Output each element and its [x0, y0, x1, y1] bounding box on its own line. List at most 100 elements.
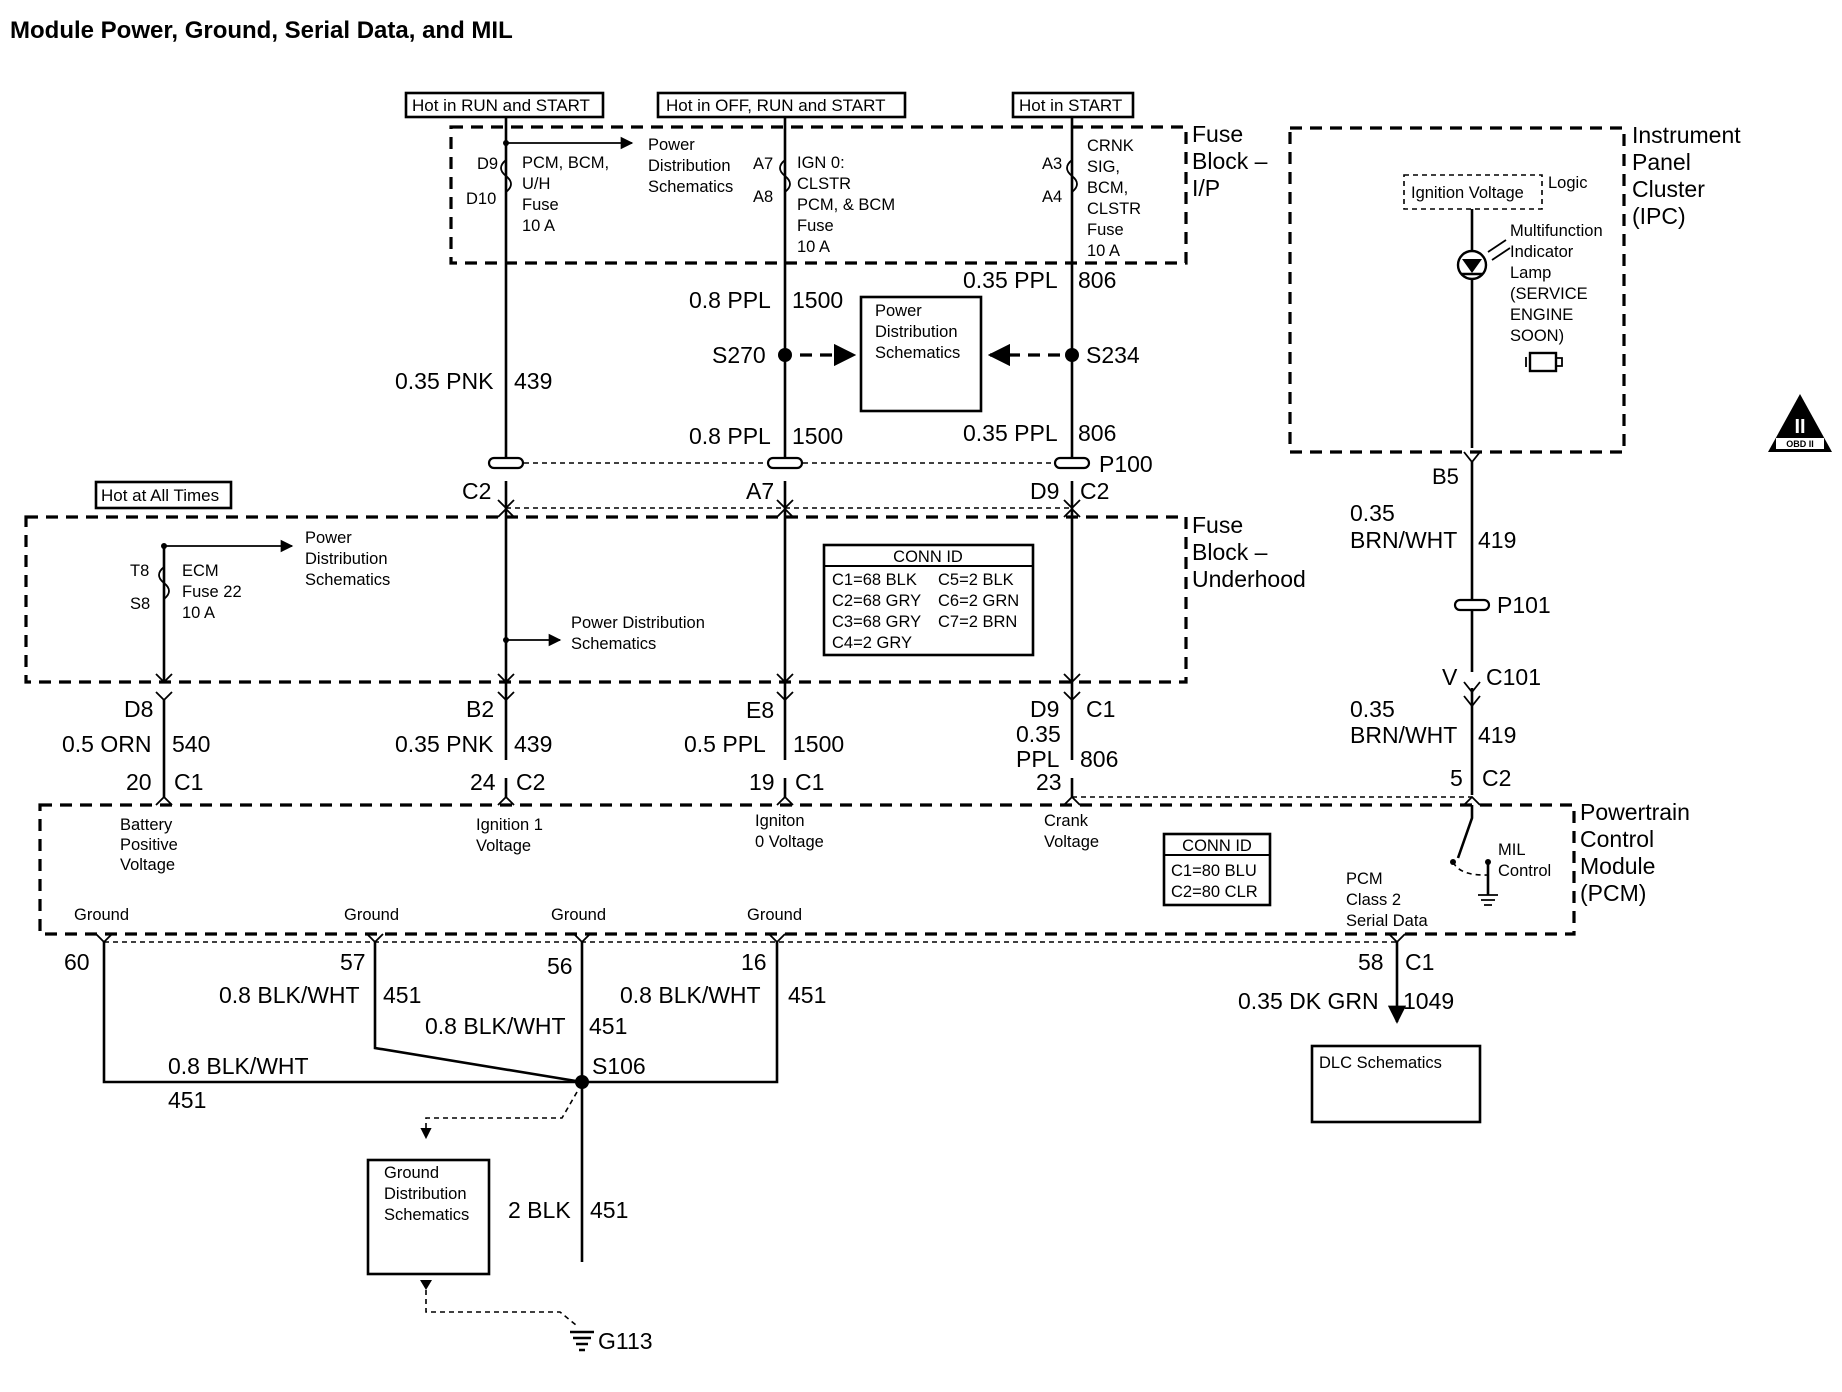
svg-text:Module: Module [1580, 853, 1655, 879]
svg-text:Distribution: Distribution [648, 157, 731, 175]
svg-text:19: 19 [749, 769, 775, 795]
dlc-label: DLC Schematics [1319, 1054, 1442, 1072]
wire-ppl2-circuit: 1500 [792, 423, 843, 449]
svg-text:Power: Power [875, 302, 922, 320]
svg-text:Distribution: Distribution [384, 1185, 467, 1203]
svg-text:C1: C1 [1086, 696, 1115, 722]
svg-text:C7=2 BRN: C7=2 BRN [938, 613, 1017, 631]
svg-text:419: 419 [1478, 527, 1516, 553]
blk-gauge: 2 BLK [508, 1197, 571, 1223]
ground-g113-icon [570, 1330, 594, 1352]
svg-text:Lamp: Lamp [1510, 264, 1551, 282]
ipc-label: Instrument Panel Cluster (IPC) [1632, 122, 1741, 229]
connectors-uh-top [497, 507, 1081, 518]
svg-text:CLSTR: CLSTR [797, 175, 851, 193]
svg-text:Distribution: Distribution [875, 323, 958, 341]
svg-text:(IPC): (IPC) [1632, 203, 1686, 229]
svg-text:A4: A4 [1042, 188, 1062, 206]
fuse-block-ip-outline [449, 125, 1188, 265]
connector-c2-upper [497, 499, 1081, 510]
ignition-voltage-label: Ignition Voltage [1411, 184, 1524, 202]
svg-text:Serial Data: Serial Data [1346, 912, 1428, 930]
svg-text:D9: D9 [1030, 696, 1059, 722]
svg-text:57: 57 [340, 949, 366, 975]
svg-text:(SERVICE: (SERVICE [1510, 285, 1588, 303]
svg-text:S106: S106 [592, 1053, 646, 1079]
svg-text:Battery: Battery [120, 816, 173, 834]
svg-text:Schematics: Schematics [305, 571, 390, 589]
mil-control-switch [1450, 805, 1498, 906]
pcm-ground-labels: Ground Ground Ground Ground [74, 906, 802, 924]
pcm-battery-label: Battery Positive Voltage [120, 816, 178, 874]
svg-text:Control: Control [1498, 862, 1551, 880]
svg-text:Schematics: Schematics [648, 178, 733, 196]
p100-a7: A7 [746, 478, 774, 504]
conn-id-table-uh: CONN ID C1=68 BLK C5=2 BLK C2=68 GRY C6=… [822, 543, 1035, 657]
serial-circuit: 1049 [1403, 988, 1454, 1014]
svg-text:0.35: 0.35 [1016, 721, 1061, 747]
svg-text:Class 2: Class 2 [1346, 891, 1401, 909]
connectors-uh-bottom [155, 673, 1081, 702]
svg-text:Indicator: Indicator [1510, 243, 1574, 261]
obd-ii-icon: II OBD II [1768, 394, 1832, 452]
gds-label: Ground Distribution Schematics [384, 1164, 469, 1224]
wire-ppl2-gauge: 0.8 PPL [689, 423, 771, 449]
svg-text:Block –: Block – [1192, 539, 1268, 565]
hot-label-run-start: Hot in RUN and START [404, 91, 605, 119]
svg-text:CRNK: CRNK [1087, 137, 1134, 155]
svg-text:ECM: ECM [182, 562, 219, 580]
pds-box-upper [859, 295, 983, 413]
wire-ppl3-gauge: 0.35 PPL [963, 267, 1058, 293]
svg-text:D10: D10 [466, 190, 496, 208]
fuse-symbol-pcm [500, 159, 512, 193]
svg-text:0.5 ORN: 0.5 ORN [62, 731, 151, 757]
svg-text:Fuse: Fuse [1192, 121, 1243, 147]
svg-text:C4=2 GRY: C4=2 GRY [832, 634, 912, 652]
svg-text:0 Voltage: 0 Voltage [755, 833, 824, 851]
svg-text:C2=68 GRY: C2=68 GRY [832, 592, 921, 610]
svg-text:419: 419 [1478, 722, 1516, 748]
svg-text:451: 451 [589, 1013, 627, 1039]
svg-text:Power: Power [305, 529, 352, 547]
svg-text:CONN ID: CONN ID [893, 548, 963, 566]
pds-label-ip: Power Distribution Schematics [648, 136, 733, 196]
connector-p101 [1453, 598, 1491, 612]
svg-text:Voltage: Voltage [120, 856, 175, 874]
fuse-symbol-ign0 [779, 159, 791, 193]
dlc-box [1310, 1044, 1482, 1124]
brnwht-labels: 0.35 BRN/WHT 419 [1350, 500, 1516, 553]
svg-text:Schematics: Schematics [875, 344, 960, 362]
wire-ppl1-circuit: 1500 [792, 287, 843, 313]
svg-text:BRN/WHT: BRN/WHT [1350, 527, 1457, 553]
svg-text:PCM, BCM,: PCM, BCM, [522, 154, 609, 172]
pcm-ign1-label: Ignition 1 Voltage [476, 816, 543, 855]
svg-text:PCM, & BCM: PCM, & BCM [797, 196, 895, 214]
hot-start-text: Hot in START [1019, 96, 1122, 115]
svg-text:Powertrain: Powertrain [1580, 799, 1690, 825]
v-label: V [1442, 664, 1458, 690]
connector-p100 [487, 456, 1091, 470]
svg-text:D8: D8 [124, 696, 153, 722]
svg-text:5: 5 [1450, 765, 1463, 791]
svg-text:1500: 1500 [793, 731, 844, 757]
splice-s106 [575, 1075, 589, 1089]
serial-pin-58: 58 [1358, 949, 1384, 975]
fuse-block-ip-label: Fuse Block – I/P [1192, 121, 1268, 201]
svg-text:Schematics: Schematics [571, 635, 656, 653]
ipc-pin-b5: B5 [1432, 464, 1459, 489]
svg-text:451: 451 [168, 1087, 206, 1113]
svg-text:IGN 0:: IGN 0: [797, 154, 845, 172]
svg-text:U/H: U/H [522, 175, 550, 193]
svg-text:Power Distribution: Power Distribution [571, 614, 705, 632]
pcm-ign0-label: Igniton 0 Voltage [755, 812, 824, 851]
ipc-lamp-label: Multifunction Indicator Lamp (SERVICE EN… [1510, 222, 1603, 345]
svg-text:10 A: 10 A [522, 217, 555, 235]
svg-text:SIG,: SIG, [1087, 158, 1120, 176]
page-title: Module Power, Ground, Serial Data, and M… [10, 17, 513, 44]
fuse-ip-pins: D9 D10 A7 A8 A3 A4 [466, 155, 1062, 208]
gds-box [366, 1158, 491, 1276]
svg-text:0.8 BLK/WHT: 0.8 BLK/WHT [620, 982, 761, 1008]
wire-ppl4-circuit: 806 [1078, 420, 1116, 446]
svg-text:20: 20 [126, 769, 152, 795]
svg-text:C2=80 CLR: C2=80 CLR [1171, 883, 1258, 901]
